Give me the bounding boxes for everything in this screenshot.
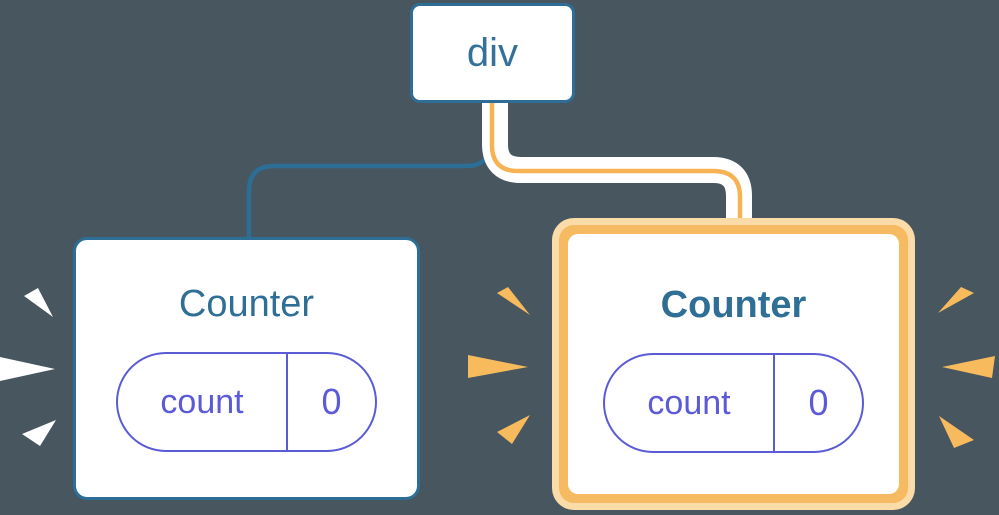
state-value-cell: 0: [321, 381, 342, 422]
card-inner: Counter count 0: [568, 234, 899, 494]
burst-wedge: [942, 356, 995, 378]
state-key-cell: count: [118, 354, 288, 450]
burst-wedge: [468, 355, 528, 378]
orange-burst-marks-left: [468, 287, 530, 444]
state-value-cell: 0: [808, 382, 829, 423]
state-pill: count 0: [116, 352, 377, 452]
burst-wedge: [24, 288, 53, 317]
burst-wedge: [0, 357, 55, 381]
connector-right-highlight-white: [482, 100, 752, 235]
connector-left-blue: [246, 100, 494, 242]
burst-wedge: [497, 415, 530, 444]
white-burst-marks: [0, 288, 56, 446]
connector-right-highlight-orange: [489, 100, 743, 235]
orange-burst-marks-right: [938, 287, 995, 448]
highlight-border: Counter count 0: [559, 225, 908, 503]
card-title: Counter: [660, 284, 807, 326]
root-node-div: div: [410, 3, 575, 103]
burst-wedge: [497, 287, 530, 315]
state-pill: count 0: [603, 353, 864, 453]
state-key-cell: count: [605, 355, 775, 451]
counter-card-left: Counter count 0: [73, 237, 420, 500]
root-node-label: div: [466, 30, 519, 75]
burst-wedge: [22, 420, 56, 446]
burst-wedge: [938, 287, 974, 313]
card-title: Counter: [178, 283, 315, 325]
burst-wedge: [939, 416, 974, 448]
counter-card-right-highlight: Counter count 0: [552, 218, 915, 510]
